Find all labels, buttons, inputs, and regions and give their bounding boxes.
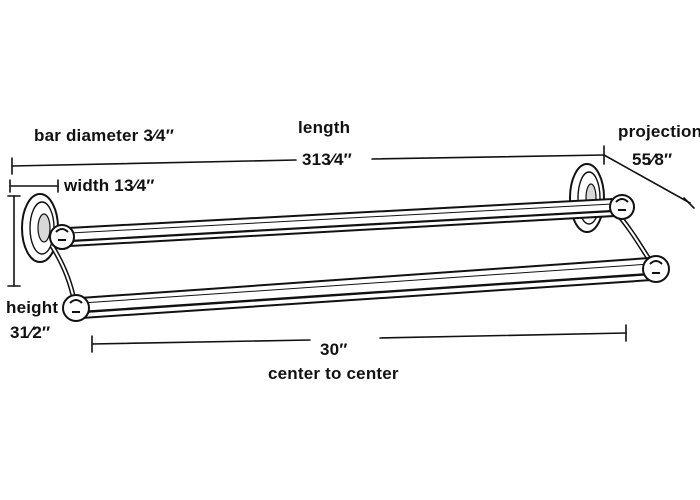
height-label: height bbox=[6, 298, 59, 317]
width-label: width 13⁄4″ bbox=[64, 176, 155, 195]
length-label: length bbox=[298, 118, 351, 137]
center-value: 30″ bbox=[320, 340, 348, 359]
projection-label: projection bbox=[618, 122, 700, 141]
projection-tick bbox=[683, 197, 695, 209]
bracket-arm-left bbox=[49, 244, 77, 301]
upper-bar bbox=[66, 197, 616, 248]
end-cap-lower-right bbox=[642, 255, 670, 283]
projection-dimension-line bbox=[603, 154, 691, 204]
center-dimension-line-left bbox=[91, 339, 311, 345]
center-dimension-line-right bbox=[379, 332, 627, 339]
wall-plate-left bbox=[21, 193, 59, 263]
center-caption: center to center bbox=[268, 364, 399, 383]
height-value: 31⁄2″ bbox=[10, 323, 51, 342]
length-dimension-line-left bbox=[11, 159, 297, 167]
end-cap-lower-left bbox=[62, 294, 90, 322]
bar-diameter-label: bar diameter 3⁄4″ bbox=[34, 126, 175, 145]
end-cap-upper-right bbox=[609, 194, 635, 220]
length-dimension-line-right bbox=[371, 154, 605, 160]
wall-plate-right bbox=[569, 163, 605, 233]
lower-bar bbox=[78, 256, 654, 320]
end-cap-upper-left bbox=[49, 224, 75, 250]
projection-value: 55⁄8″ bbox=[632, 150, 673, 169]
length-value: 313⁄4″ bbox=[302, 150, 353, 169]
